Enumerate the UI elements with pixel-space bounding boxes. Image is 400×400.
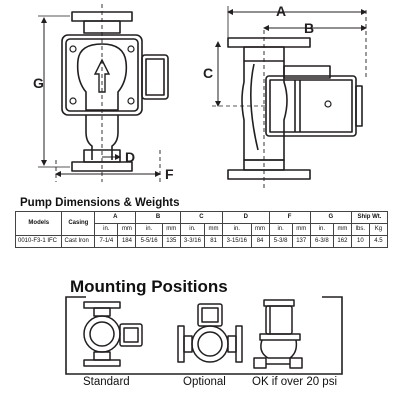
unit-cell: Kg [368, 223, 389, 236]
pump-front-body [61, 11, 169, 172]
mounting-positions-title: Mounting Positions [70, 277, 228, 296]
dimension-f-label: F [165, 166, 174, 182]
caption-optional: Optional [183, 376, 226, 388]
header-b: B [135, 211, 181, 224]
value-cell: 7-1/4 [94, 235, 119, 248]
unit-cell: mm [332, 223, 352, 236]
header-c: C [179, 211, 224, 224]
dimension-b-label: B [304, 20, 314, 36]
value-cell: 137 [291, 235, 311, 248]
caption-over-20-psi: OK if over 20 psi [252, 376, 338, 388]
header-d: D [222, 211, 270, 224]
vertical-mounting-icon [253, 299, 303, 369]
value-cell: 184 [117, 235, 137, 248]
value-cell: 5-5/16 [135, 235, 163, 248]
value-cell: 10 [350, 235, 370, 248]
standard-mounting-icon [83, 301, 143, 367]
value-cell: 3-3/16 [179, 235, 206, 248]
unit-cell: in. [222, 223, 252, 236]
value-cell: 4.5 [368, 235, 389, 248]
unit-cell: lbs. [350, 223, 370, 236]
motor-terminal-icon [324, 100, 332, 108]
model-cell: 0010-F3-1 IFC [14, 235, 63, 248]
dimension-c-label: C [203, 65, 213, 81]
header-casing: Casing [61, 211, 96, 236]
pump-front-view: G D F [33, 4, 174, 182]
dimension-a-label: A [276, 3, 286, 19]
table-header-row: Models Casing A B C D F G Ship Wt. [14, 211, 389, 236]
mounting-positions-panel [65, 296, 343, 375]
value-cell: 6-3/8 [309, 235, 334, 248]
unit-cell: in. [268, 223, 293, 236]
header-g: G [309, 211, 352, 224]
unit-cell: mm [291, 223, 311, 236]
value-cell: 5-3/8 [268, 235, 293, 248]
value-cell: 81 [204, 235, 224, 248]
casing-cell: Cast Iron [61, 235, 96, 248]
header-a: A [94, 211, 137, 224]
dimension-g-label: G [33, 75, 44, 91]
optional-mounting-icon [177, 303, 243, 363]
value-cell: 3-15/16 [222, 235, 252, 248]
unit-cell: in. [179, 223, 206, 236]
dimensions-title: Pump Dimensions & Weights [20, 197, 180, 209]
table-row: 0010-F3-1 IFC Cast Iron 7-1/4 184 5-5/16… [14, 235, 389, 248]
unit-cell: in. [135, 223, 163, 236]
pump-side-view: A B C [203, 3, 367, 188]
unit-cell: mm [161, 223, 181, 236]
header-f: F [268, 211, 311, 224]
table-units-row: in. mm in. mm in. mm in. mm in. mm in. m… [16, 223, 389, 236]
unit-cell: mm [117, 223, 137, 236]
value-cell: 135 [161, 235, 181, 248]
unit-cell: in. [309, 223, 334, 236]
unit-cell: mm [204, 223, 224, 236]
unit-cell: in. [94, 223, 119, 236]
header-ship-weight: Ship Wt. [350, 211, 389, 224]
value-cell: 84 [250, 235, 270, 248]
pump-side-body [227, 37, 363, 180]
header-models: Models [14, 211, 63, 236]
dimension-d-label: D [125, 149, 135, 165]
caption-standard: Standard [83, 376, 130, 388]
casing-bolts [69, 45, 135, 105]
value-cell: 162 [332, 235, 352, 248]
unit-cell: mm [250, 223, 270, 236]
dimensions-table: Models Casing A B C D F G Ship Wt. in. m… [14, 211, 389, 248]
